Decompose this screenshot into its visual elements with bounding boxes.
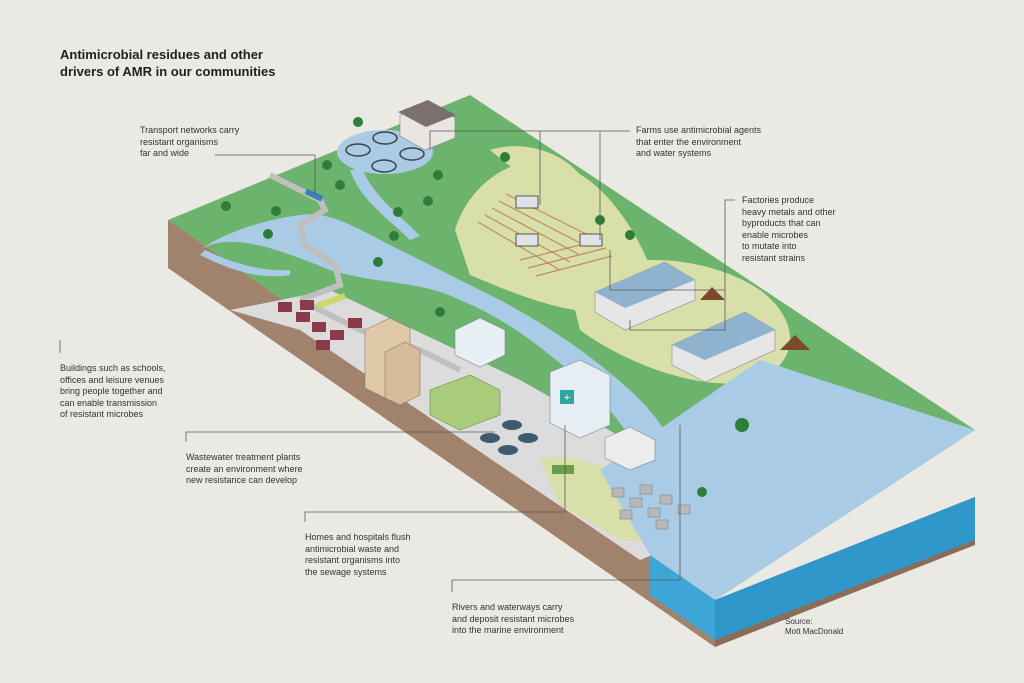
source-label: Source: (785, 617, 813, 626)
callout-farms: Farms use antimicrobial agents that ente… (636, 125, 761, 160)
callout-line: heavy metals and other (742, 206, 836, 217)
leader-lines (59, 130, 735, 592)
transport-road (268, 172, 344, 303)
trees (221, 117, 749, 497)
tributary (350, 168, 420, 240)
callout-line: create an environment where (186, 463, 303, 474)
callout-line: antimicrobial waste and (305, 543, 400, 554)
water-plant-building (454, 317, 506, 368)
callout-wastewater: Wastewater treatment plants create an en… (186, 452, 303, 487)
wastewater-tanks (480, 420, 538, 455)
callout-line: resistant organisms into (305, 555, 401, 565)
green-building (429, 374, 501, 431)
callout-line: Rivers and waterways carry (452, 602, 563, 612)
source-name: Mott MacDonald (785, 627, 844, 636)
water-tank (345, 143, 371, 157)
water-tank (371, 159, 397, 173)
callout-line: of resistant microbes (60, 409, 144, 419)
leader-rivers (451, 425, 681, 592)
callout-line: Factories produce (742, 195, 815, 205)
callout-line: to mutate into (742, 241, 797, 251)
water-works-roof (398, 100, 456, 127)
page-title: Antimicrobial residues and other drivers… (60, 46, 276, 80)
callout-line: and deposit resistant microbes (452, 613, 575, 624)
train (315, 293, 347, 309)
clinic (604, 426, 656, 471)
leader-transport (215, 154, 316, 195)
callout-line: can enable transmission (60, 397, 158, 408)
callout-factories: Factories produce heavy metals and other… (742, 195, 836, 264)
callout-line: resistant strains (742, 252, 806, 263)
sea-surface (600, 360, 975, 600)
byproduct-pile (780, 335, 810, 350)
leader-factories-2 (609, 250, 725, 291)
truck (552, 465, 574, 474)
svg-text:+: + (564, 392, 570, 404)
office-towers (364, 317, 421, 406)
callout-line: bring people together and (60, 386, 163, 396)
sea-side-face (650, 555, 715, 640)
byproduct-pile (700, 287, 725, 300)
river-branch (200, 250, 290, 277)
callout-rivers: Rivers and waterways carry and deposit r… (452, 602, 574, 637)
leader-homes (304, 425, 566, 522)
callout-line: Transport networks carry (140, 125, 240, 135)
callout-buildings: Buildings such as schools, offices and l… (60, 363, 166, 421)
bus (304, 188, 324, 202)
houses (278, 300, 362, 350)
tractors (515, 195, 603, 247)
water-tank (372, 131, 398, 145)
leader-factories (629, 199, 735, 331)
callout-line: new resistance can develop (186, 475, 298, 485)
title-line-2: drivers of AMR in our communities (60, 64, 276, 79)
callout-line: enable microbes (742, 229, 809, 240)
sea-side-face-right (715, 497, 975, 640)
callout-line: Wastewater treatment plants (186, 452, 301, 462)
callout-line: into the marine environment (452, 625, 564, 635)
upper-field-area (490, 146, 580, 190)
leader-farms (429, 130, 630, 150)
callout-line: offices and leisure venues (60, 374, 164, 385)
small-homes (611, 484, 691, 530)
callout-line: byproducts that can (742, 218, 821, 228)
callout-line: that enter the environment (636, 136, 742, 147)
callout-line: Farms use antimicrobial agents (636, 125, 762, 135)
factory-1 (594, 261, 696, 331)
callout-line: far and wide (140, 148, 190, 158)
factory-2 (671, 311, 776, 383)
callout-line: the sewage systems (305, 566, 387, 577)
callout-line: Homes and hospitals flush (305, 532, 411, 542)
callout-transport: Transport networks carry resistant organ… (140, 125, 239, 160)
title-line-1: Antimicrobial residues and other (60, 47, 263, 62)
callout-line: resistant organisms (140, 136, 219, 147)
callout-line: and water systems (636, 148, 712, 158)
source-credit: Source: Mott MacDonald (785, 617, 843, 637)
callout-homes: Homes and hospitals flush antimicrobial … (305, 532, 411, 578)
water-tank (399, 147, 425, 161)
leader-wastewater (185, 431, 495, 442)
hospital: + (549, 359, 611, 439)
callout-line: Buildings such as schools, (60, 363, 166, 373)
